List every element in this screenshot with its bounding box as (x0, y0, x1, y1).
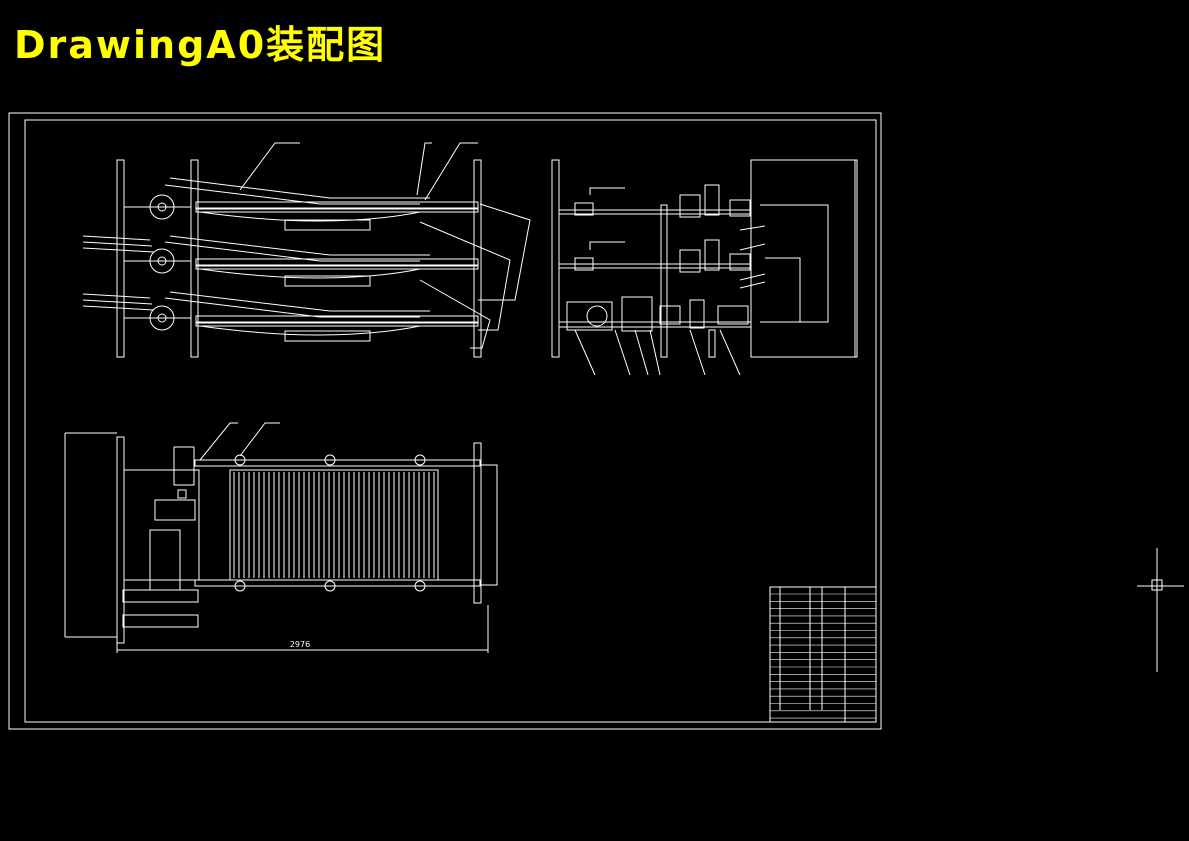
title-block (769, 586, 877, 723)
top-view (64, 422, 498, 653)
grille-lines (233, 472, 435, 578)
crosshair-cursor (1137, 548, 1184, 672)
side-view (551, 159, 858, 376)
sheet-inner-border (24, 119, 877, 723)
front-view (82, 142, 531, 358)
drawing-title: DrawingA0装配图 (14, 23, 387, 67)
overall-length-dim: 2976 (290, 640, 310, 649)
gearbox (621, 296, 653, 332)
sheet-outer-border (8, 112, 882, 730)
motor (566, 301, 613, 331)
